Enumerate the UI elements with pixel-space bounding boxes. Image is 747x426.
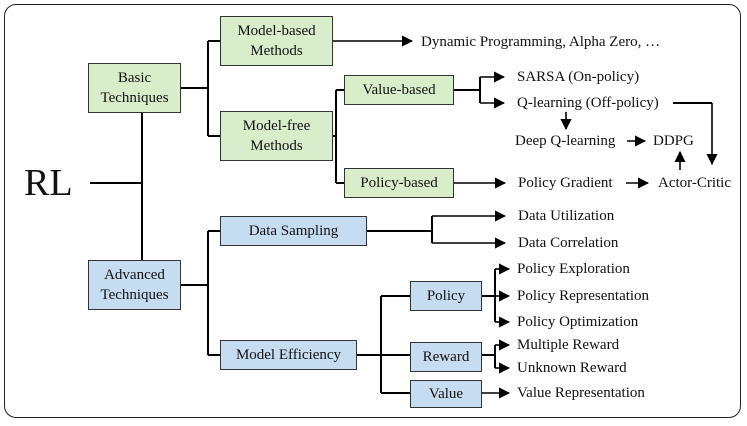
policy-node: Policy: [410, 281, 482, 311]
basic-techniques-node: Basic Techniques: [88, 63, 181, 113]
q-learning-label: Q-learning (Off-policy): [517, 95, 659, 111]
multiple-reward-label: Multiple Reward: [517, 337, 620, 353]
value-based-connector: [454, 77, 481, 103]
model-efficiency-connector: [357, 295, 410, 394]
data-correlation-label: Data Correlation: [518, 235, 619, 251]
policy-representation-label: Policy Representation: [517, 288, 650, 304]
reward-connector: [482, 345, 496, 368]
value-representation-label: Value Representation: [517, 385, 645, 401]
policy-based-node: Policy-based: [344, 168, 454, 198]
reward-node: Reward: [410, 342, 482, 372]
policy-optimization-label: Policy Optimization: [517, 314, 639, 330]
model-free-methods-node: Model-free Methods: [220, 111, 333, 161]
policy-gradient-label: Policy Gradient: [518, 175, 613, 191]
policy-exploration-label: Policy Exploration: [517, 261, 630, 277]
value-node: Value: [410, 380, 482, 408]
sarsa-label: SARSA (On-policy): [517, 69, 640, 85]
deep-q-learning-label: Deep Q-learning: [515, 133, 616, 149]
diagram-frame: [4, 4, 741, 418]
root-label-rl: RL: [24, 162, 73, 204]
model-based-methods-node: Model-based Methods: [220, 16, 333, 66]
data-sampling-connector: [367, 216, 433, 243]
model-efficiency-node: Model Efficiency: [220, 340, 357, 370]
value-based-node: Value-based: [344, 75, 454, 105]
policy-connector: [482, 269, 496, 322]
model-based-examples-label: Dynamic Programming, Alpha Zero, …: [421, 34, 661, 50]
unknown-reward-label: Unknown Reward: [517, 360, 627, 376]
actor-critic-label: Actor-Critic: [658, 175, 732, 191]
root-connector: [88, 87, 143, 286]
data-sampling-node: Data Sampling: [220, 216, 367, 246]
model-free-connector: [333, 89, 344, 184]
data-utilization-label: Data Utilization: [518, 208, 615, 224]
ddpg-label: DDPG: [653, 133, 694, 149]
advanced-connector: [181, 230, 220, 356]
advanced-techniques-node: Advanced Techniques: [88, 260, 181, 310]
basic-connector: [181, 40, 220, 137]
